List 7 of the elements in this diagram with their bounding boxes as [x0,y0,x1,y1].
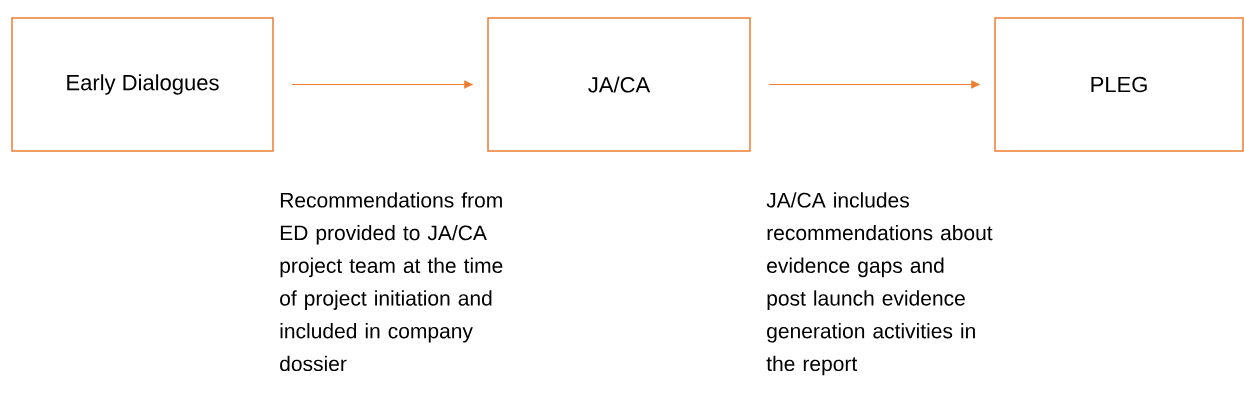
process-box: JA/CA [487,17,751,152]
arrow [768,80,980,89]
note-text: JA/CA includes recommendations about evidence gaps and post launch evidence generation activities in the report [766,192,993,376]
note-text: Recommendations from ED provided to JA/CA project team at the time of project initiation and included in company dossier [280,192,503,372]
process-box: PLEG [994,17,1244,152]
process-box: Early Dialogues [11,17,274,152]
arrow [291,80,473,89]
